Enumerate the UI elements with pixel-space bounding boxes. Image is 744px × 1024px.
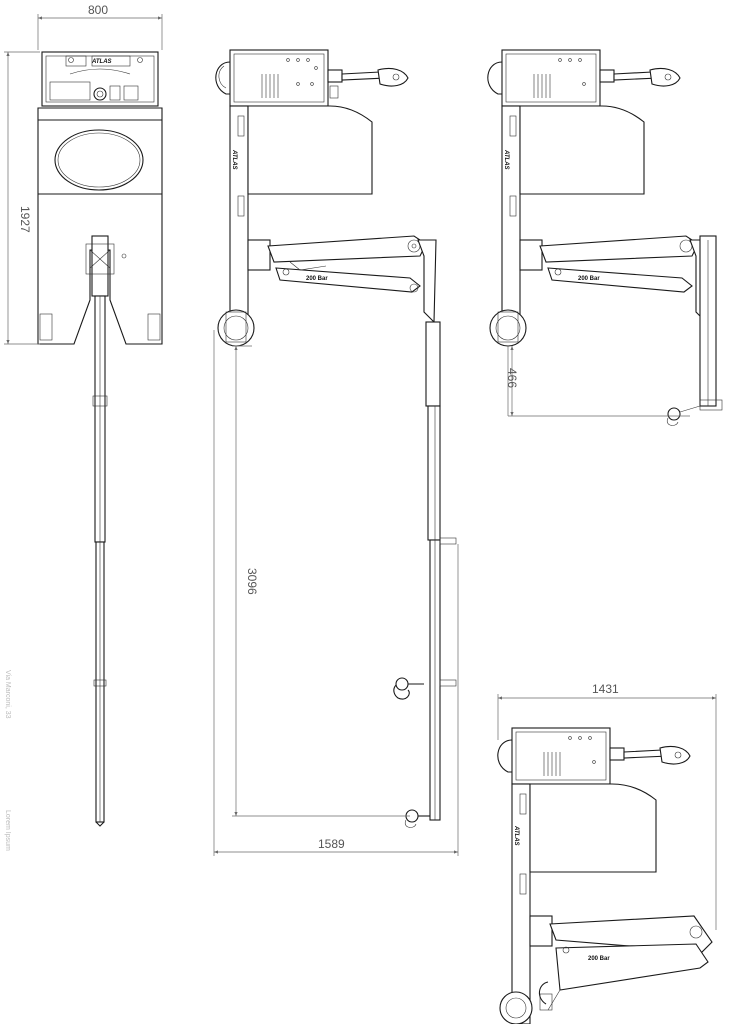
side-text-line1: Via Marconi, 33 [4,670,11,719]
dim-lowered-width: 1431 [592,682,619,696]
side1-column-mark: ATLAS [231,149,237,170]
side3-column-mark: ATLAS [513,825,519,846]
side-view-folded: ATLAS 200 Bar 466 [487,49,723,426]
faint-side-text: Via Marconi, 33 Lorem Ipsum [4,670,11,851]
side-view-lowered: ATLAS 200 Bar 1431 [497,682,717,1024]
side2-column-mark: ATLAS [503,149,509,170]
dim-reach-height: 3096 [245,568,259,595]
dim-front-height: 1927 [18,206,32,233]
side2-pressure-label: 200 Bar [578,276,600,282]
front-view: ATLAS 800 1927 [4,3,163,827]
front-brand-mark: ATLAS [91,59,112,65]
side-view-extended: ATLAS 200 Bar 3096 [213,49,459,856]
dim-folded-height: 466 [505,368,519,388]
side3-pressure-label: 200 Bar [588,956,610,962]
side-text-line2: Lorem Ipsum [4,810,11,851]
side1-pressure-label: 200 Bar [306,276,328,282]
dim-reach-width: 1589 [318,837,345,851]
dim-front-width: 800 [88,3,108,17]
